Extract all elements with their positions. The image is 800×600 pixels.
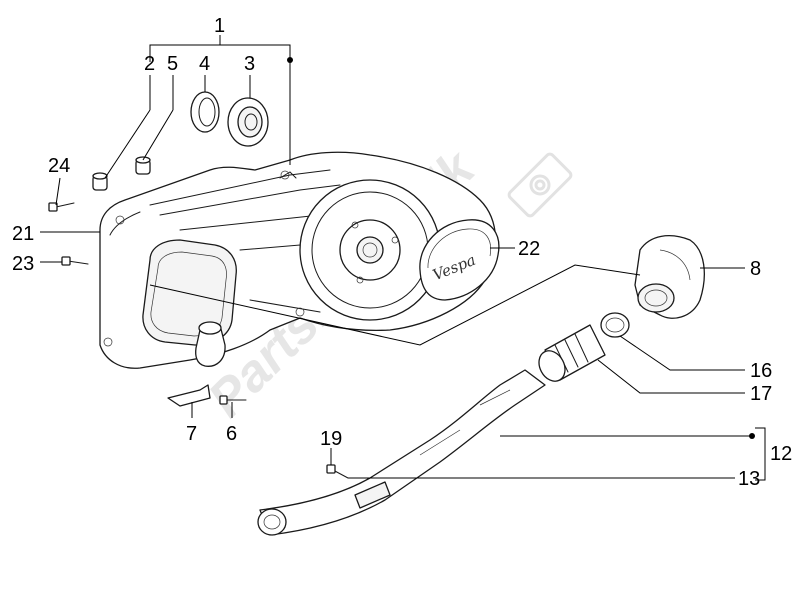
callout-13: 13 — [738, 468, 760, 490]
callout-22: 22 — [518, 238, 540, 260]
callout-23: 23 — [12, 253, 34, 275]
callout-12: 12 — [770, 443, 792, 465]
clamp-7 — [167, 384, 211, 407]
callout-21: 21 — [12, 223, 34, 245]
duct-label-plate — [354, 481, 391, 509]
callout-5: 5 — [167, 53, 178, 75]
callout-17: 17 — [750, 383, 772, 405]
intake-elbow — [634, 235, 705, 319]
screw-23 — [61, 256, 89, 266]
callout-16: 16 — [750, 360, 772, 382]
callout-1: 1 — [214, 15, 225, 37]
screw-19 — [326, 464, 349, 479]
hose-clamp — [600, 312, 630, 338]
vespa-badge: Vespa — [419, 219, 500, 301]
crankcase-cover — [99, 151, 497, 369]
callout-labels: 1 2 3 4 5 6 7 8 12 13 16 17 19 21 22 23 … — [12, 15, 792, 490]
callout-19: 19 — [320, 428, 342, 450]
callout-24: 24 — [48, 155, 70, 177]
intake-stub — [195, 324, 226, 367]
intake-duct — [257, 369, 546, 536]
dowel-pins — [92, 156, 151, 191]
callout-7: 7 — [186, 423, 197, 445]
watermark-gear-icon — [507, 152, 573, 218]
callout-4: 4 — [199, 53, 210, 75]
callout-3: 3 — [244, 53, 255, 75]
rubber-sleeve — [538, 324, 606, 382]
callout-8: 8 — [750, 258, 761, 280]
circlip — [190, 91, 220, 133]
leader-lines — [40, 35, 766, 481]
screw-6 — [219, 395, 247, 405]
callout-6: 6 — [226, 423, 237, 445]
filter-window — [142, 239, 237, 346]
bearing — [227, 97, 269, 147]
screw-24 — [48, 202, 75, 212]
callout-2: 2 — [144, 53, 155, 75]
